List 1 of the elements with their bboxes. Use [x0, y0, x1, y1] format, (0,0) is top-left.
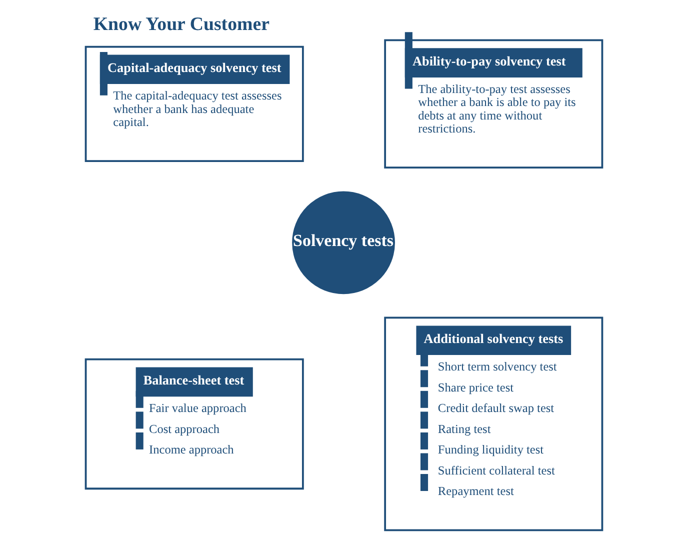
diagram-title: Know Your Customer [93, 14, 270, 35]
